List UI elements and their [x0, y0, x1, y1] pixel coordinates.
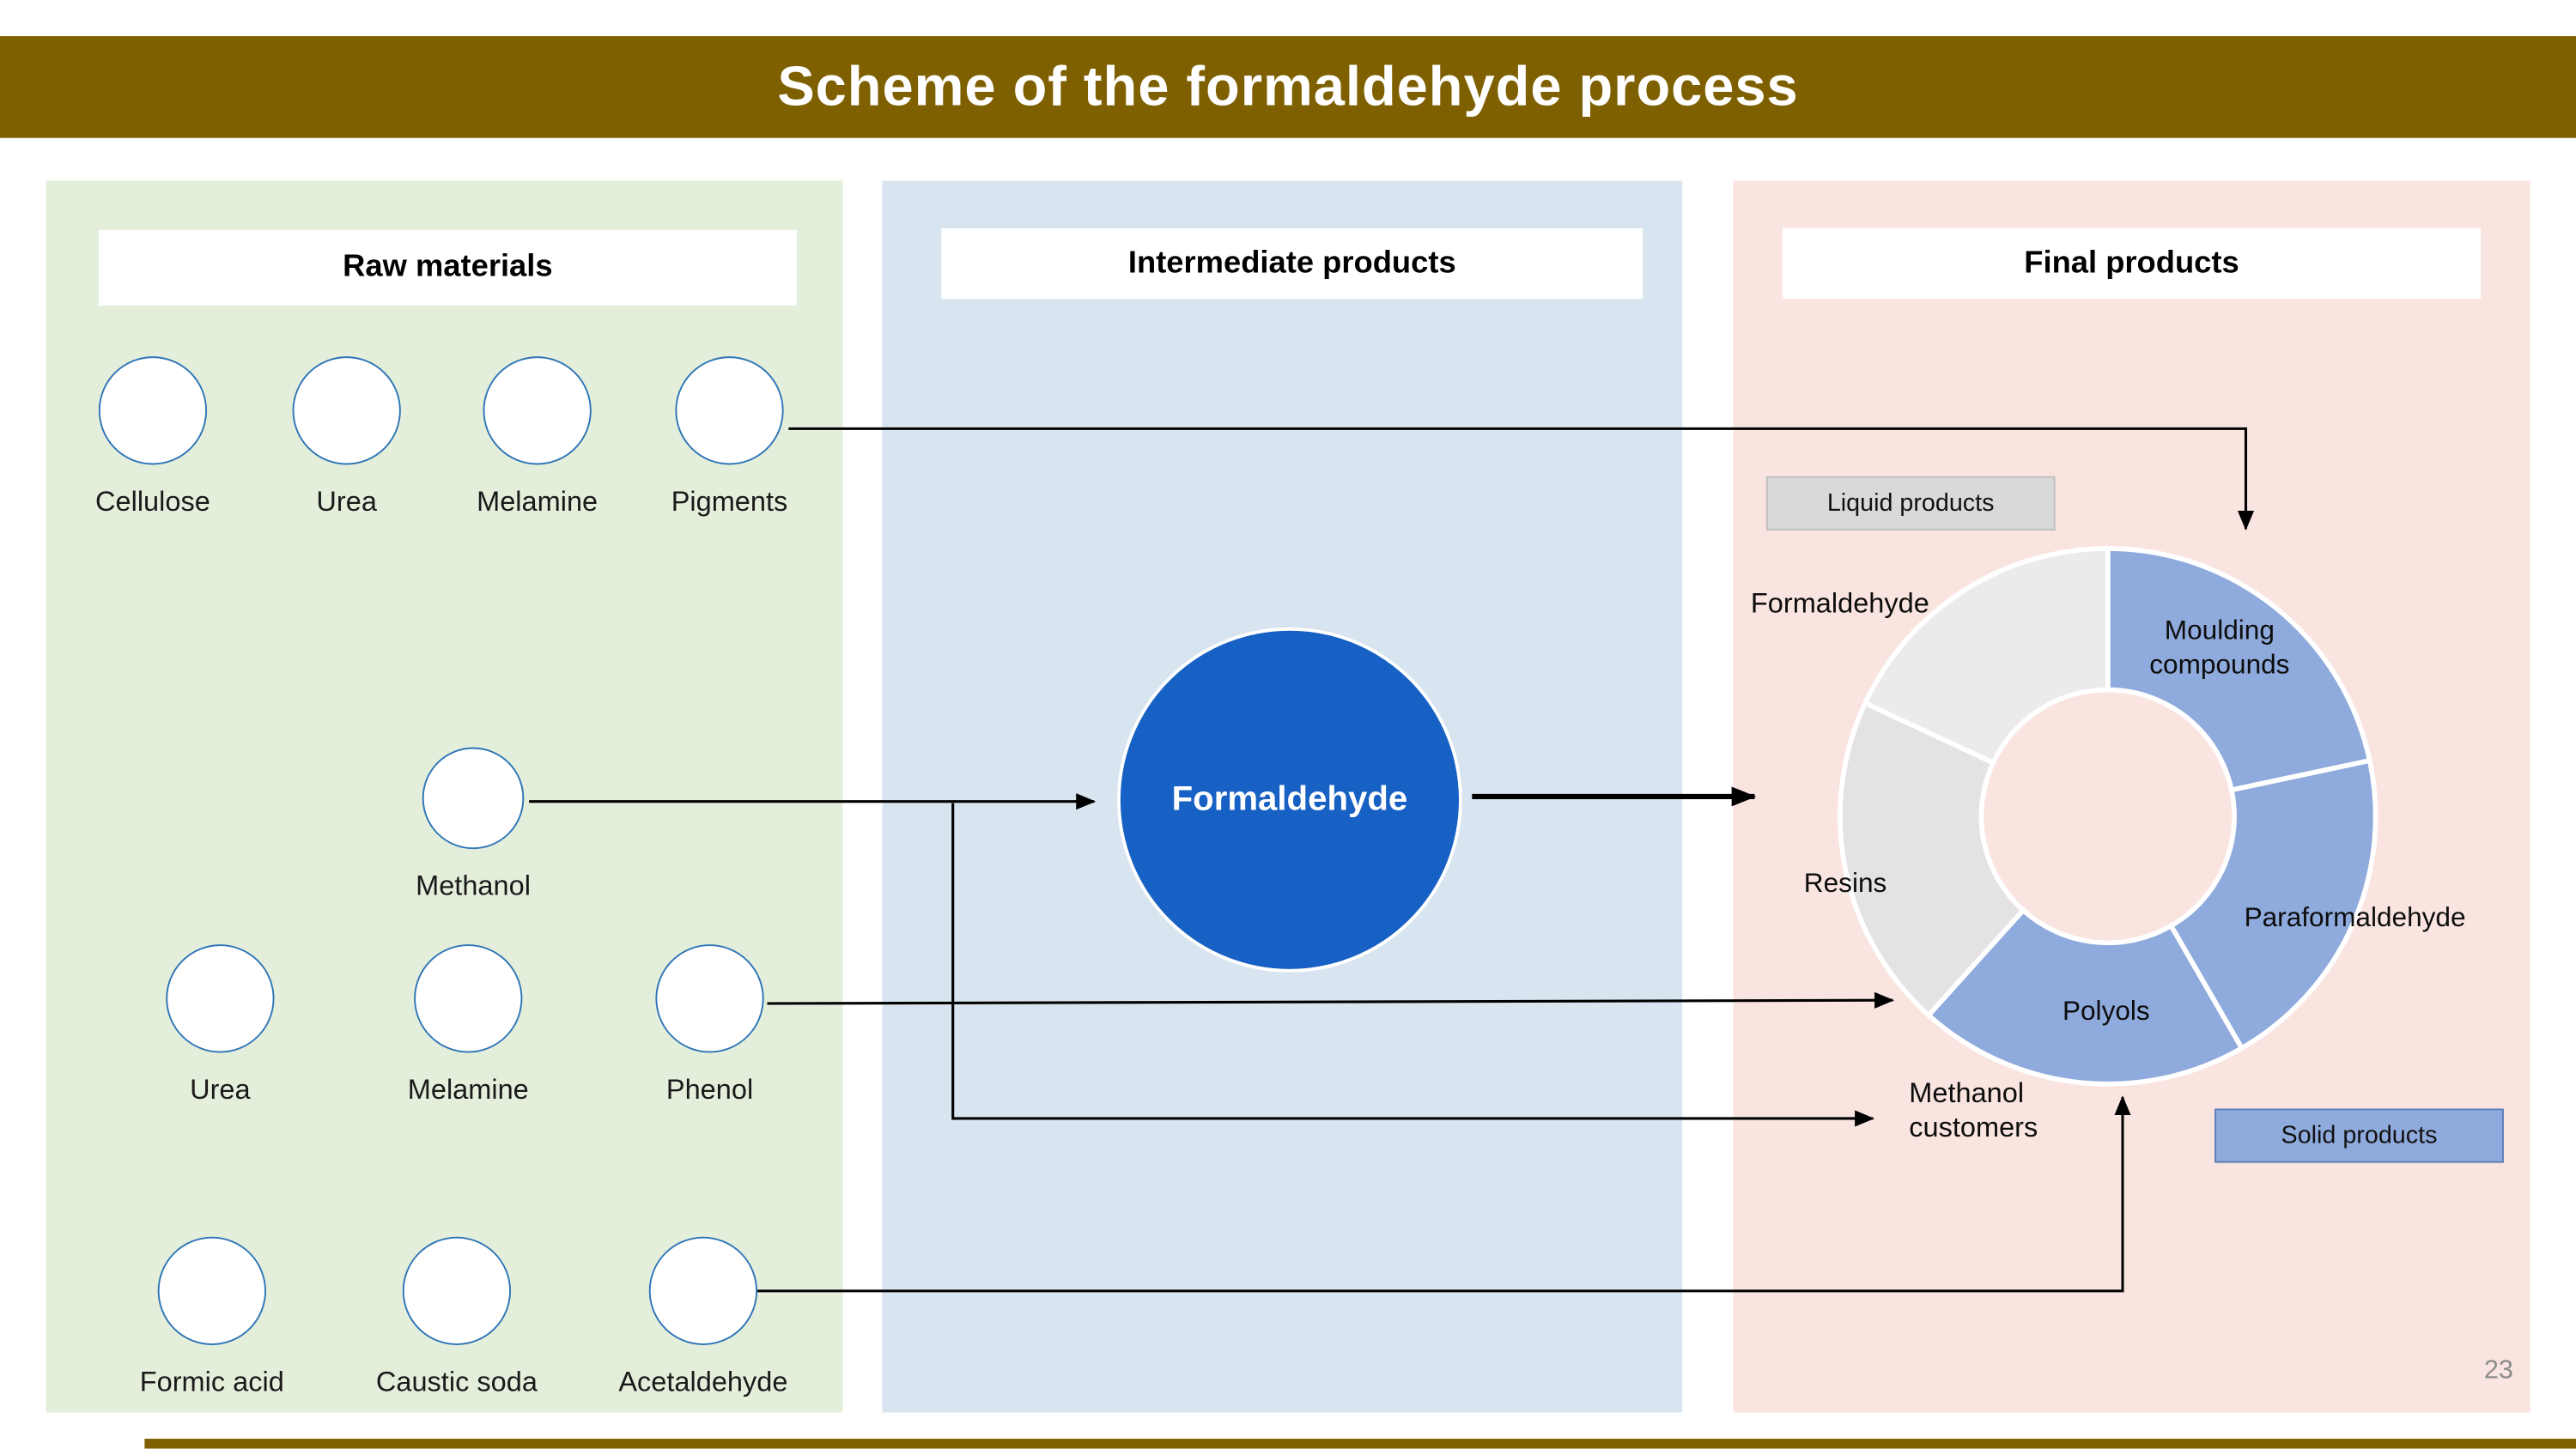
- bottom-accent-strip: [144, 1439, 2576, 1449]
- node-urea-top: Urea: [240, 356, 453, 518]
- header-bar: Scheme of the formaldehyde process: [0, 36, 2576, 138]
- node-formic-acid: Formic acid: [105, 1236, 319, 1399]
- node-melamine-mid: Melamine: [361, 944, 575, 1106]
- urea-mid-label: Urea: [190, 1074, 251, 1106]
- cellulose-circle: [98, 356, 208, 465]
- donut-label-resins: Resins: [1803, 869, 1887, 899]
- phenol-label: Phenol: [665, 1074, 754, 1106]
- page-number: 23: [2483, 1356, 2513, 1385]
- formic-acid-circle: [157, 1236, 266, 1345]
- node-acetaldehyde: Acetaldehyde: [597, 1236, 811, 1399]
- urea-mid-circle: [166, 944, 275, 1053]
- legend-solid-products: Solid products: [2215, 1108, 2504, 1163]
- legend-liquid-products: Liquid products: [1765, 476, 2056, 530]
- donut-label-moulding-compounds: Moulding compounds: [2149, 615, 2290, 680]
- pigments-label: Pigments: [671, 486, 788, 518]
- final-products-title: Final products: [1782, 227, 2482, 300]
- page-title: Scheme of the formaldehyde process: [777, 55, 1799, 118]
- node-methanol: Methanol: [367, 747, 580, 904]
- melamine-mid-label: Melamine: [407, 1074, 529, 1106]
- cellulose-label: Cellulose: [95, 486, 210, 518]
- panel-final-products: [1733, 180, 2530, 1413]
- methanol-label: Methanol: [416, 870, 531, 902]
- legend-liquid-label: Liquid products: [1826, 489, 1995, 518]
- formaldehyde-node-label: Formaldehyde: [1171, 779, 1408, 818]
- intermediate-products-title: Intermediate products: [941, 227, 1643, 300]
- caustic-soda-circle: [402, 1236, 512, 1345]
- acetaldehyde-circle: [648, 1236, 758, 1345]
- phenol-circle: [655, 944, 764, 1053]
- melamine-mid-circle: [414, 944, 523, 1053]
- caustic-soda-label: Caustic soda: [375, 1366, 538, 1398]
- node-phenol: Phenol: [603, 944, 817, 1106]
- node-urea-mid: Urea: [113, 944, 327, 1106]
- acetaldehyde-label: Acetaldehyde: [618, 1366, 788, 1398]
- melamine-top-circle: [483, 356, 592, 465]
- urea-top-label: Urea: [316, 486, 377, 518]
- formaldehyde-node: Formaldehyde: [1117, 627, 1462, 973]
- donut-label-paraformaldehyde: Paraformaldehyde: [2244, 903, 2466, 933]
- label-methanol-customers: Methanol customers: [1909, 1077, 2038, 1144]
- donut-label-formaldehyde: Formaldehyde: [1750, 587, 1929, 620]
- node-cellulose: Cellulose: [46, 356, 260, 518]
- node-caustic-soda: Caustic soda: [350, 1236, 564, 1399]
- donut-label-polyols: Polyols: [2062, 997, 2150, 1027]
- node-melamine-top: Melamine: [430, 356, 644, 518]
- legend-solid-label: Solid products: [2281, 1121, 2438, 1150]
- node-pigments: Pigments: [623, 356, 836, 518]
- methanol-circle: [422, 747, 525, 850]
- raw-materials-title: Raw materials: [98, 229, 797, 306]
- formic-acid-label: Formic acid: [139, 1366, 284, 1398]
- urea-top-circle: [292, 356, 401, 465]
- pigments-circle: [675, 356, 784, 465]
- melamine-top-label: Melamine: [477, 486, 598, 518]
